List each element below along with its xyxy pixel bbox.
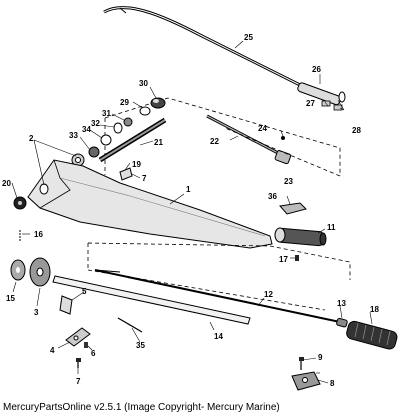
part-7-screw[interactable] (76, 358, 81, 368)
part-14-tube[interactable] (52, 275, 251, 325)
exploded-view-drawing: 25 26 27 28 24 22 23 30 29 31 32 34 33 2… (2, 6, 398, 391)
callout-28: 28 (352, 126, 361, 135)
part-4-clamp[interactable] (65, 327, 91, 347)
part-30-knob[interactable] (150, 97, 166, 109)
part-23-connector[interactable] (274, 150, 292, 165)
part-18-grip[interactable] (345, 320, 398, 350)
callout-1: 1 (186, 185, 191, 194)
part-22-link-rod[interactable] (206, 114, 279, 155)
assembly-outline-lower (87, 242, 351, 311)
callout-29: 29 (120, 98, 129, 107)
part-8-block[interactable] (291, 371, 321, 391)
callout-17: 17 (279, 255, 288, 264)
part-2-bushing[interactable] (71, 153, 85, 167)
part-5-bracket[interactable] (59, 295, 73, 315)
part-32-washer[interactable] (113, 122, 123, 134)
callout-22: 22 (210, 137, 219, 146)
part-11-twist-grip[interactable] (274, 227, 327, 247)
copyright-footer: MercuryPartsOnline v2.5.1 (Image Copyrig… (3, 402, 280, 413)
callout-13: 13 (337, 299, 346, 308)
callout-24: 24 (258, 124, 267, 133)
callout-7-lower: 7 (76, 377, 81, 386)
callout-21: 21 (154, 138, 163, 147)
callout-2: 2 (29, 134, 34, 143)
callout-23: 23 (284, 177, 293, 186)
callout-26: 26 (312, 65, 321, 74)
callout-15: 15 (6, 294, 15, 303)
callout-8: 8 (330, 379, 335, 388)
callout-32: 32 (91, 119, 100, 128)
part-15-disc[interactable] (10, 259, 26, 281)
part-33-nut[interactable] (88, 146, 100, 158)
part-35-cotter-pin[interactable] (117, 317, 143, 333)
part-25-cable[interactable] (103, 6, 301, 87)
part-1-tiller-arm[interactable] (27, 159, 273, 249)
part-20-nut[interactable] (13, 196, 27, 210)
callout-16: 16 (34, 230, 43, 239)
callout-33: 33 (69, 131, 78, 140)
callout-6: 6 (91, 349, 96, 358)
callout-34: 34 (82, 125, 91, 134)
part-36-decal[interactable] (279, 202, 307, 215)
callout-7-upper: 7 (142, 174, 147, 183)
callout-25: 25 (244, 33, 253, 42)
callout-9: 9 (318, 353, 323, 362)
part-17-screw[interactable] (295, 255, 299, 261)
callout-27: 27 (306, 99, 315, 108)
part-9-screw[interactable] (299, 357, 304, 370)
callout-18: 18 (370, 305, 379, 314)
callout-11: 11 (327, 223, 336, 232)
part-29-washer[interactable] (139, 106, 151, 116)
callout-19: 19 (132, 160, 141, 169)
part-3-plate[interactable] (29, 257, 51, 287)
part-19-bracket[interactable] (119, 167, 133, 181)
part-13-cable-end[interactable] (336, 317, 348, 328)
part-26-cable-end[interactable] (297, 82, 346, 106)
callout-35: 35 (136, 341, 145, 350)
part-6-screw[interactable] (84, 342, 88, 348)
callout-12: 12 (264, 290, 273, 299)
callout-20: 20 (2, 179, 11, 188)
part-24-pin[interactable] (281, 136, 285, 140)
leader-lines (11, 40, 373, 384)
callout-36: 36 (268, 192, 277, 201)
assembly-outline-upper (104, 97, 341, 177)
part-31-nut[interactable] (123, 117, 133, 127)
callout-30: 30 (139, 79, 148, 88)
callout-5: 5 (82, 287, 87, 296)
part-34-washer[interactable] (100, 134, 112, 146)
part-12-shift-cable[interactable] (94, 269, 341, 323)
callout-14: 14 (214, 332, 223, 341)
callout-4: 4 (50, 346, 55, 355)
callout-3: 3 (34, 308, 39, 317)
callout-31: 31 (102, 109, 111, 118)
part-21-shaft[interactable] (98, 117, 167, 163)
